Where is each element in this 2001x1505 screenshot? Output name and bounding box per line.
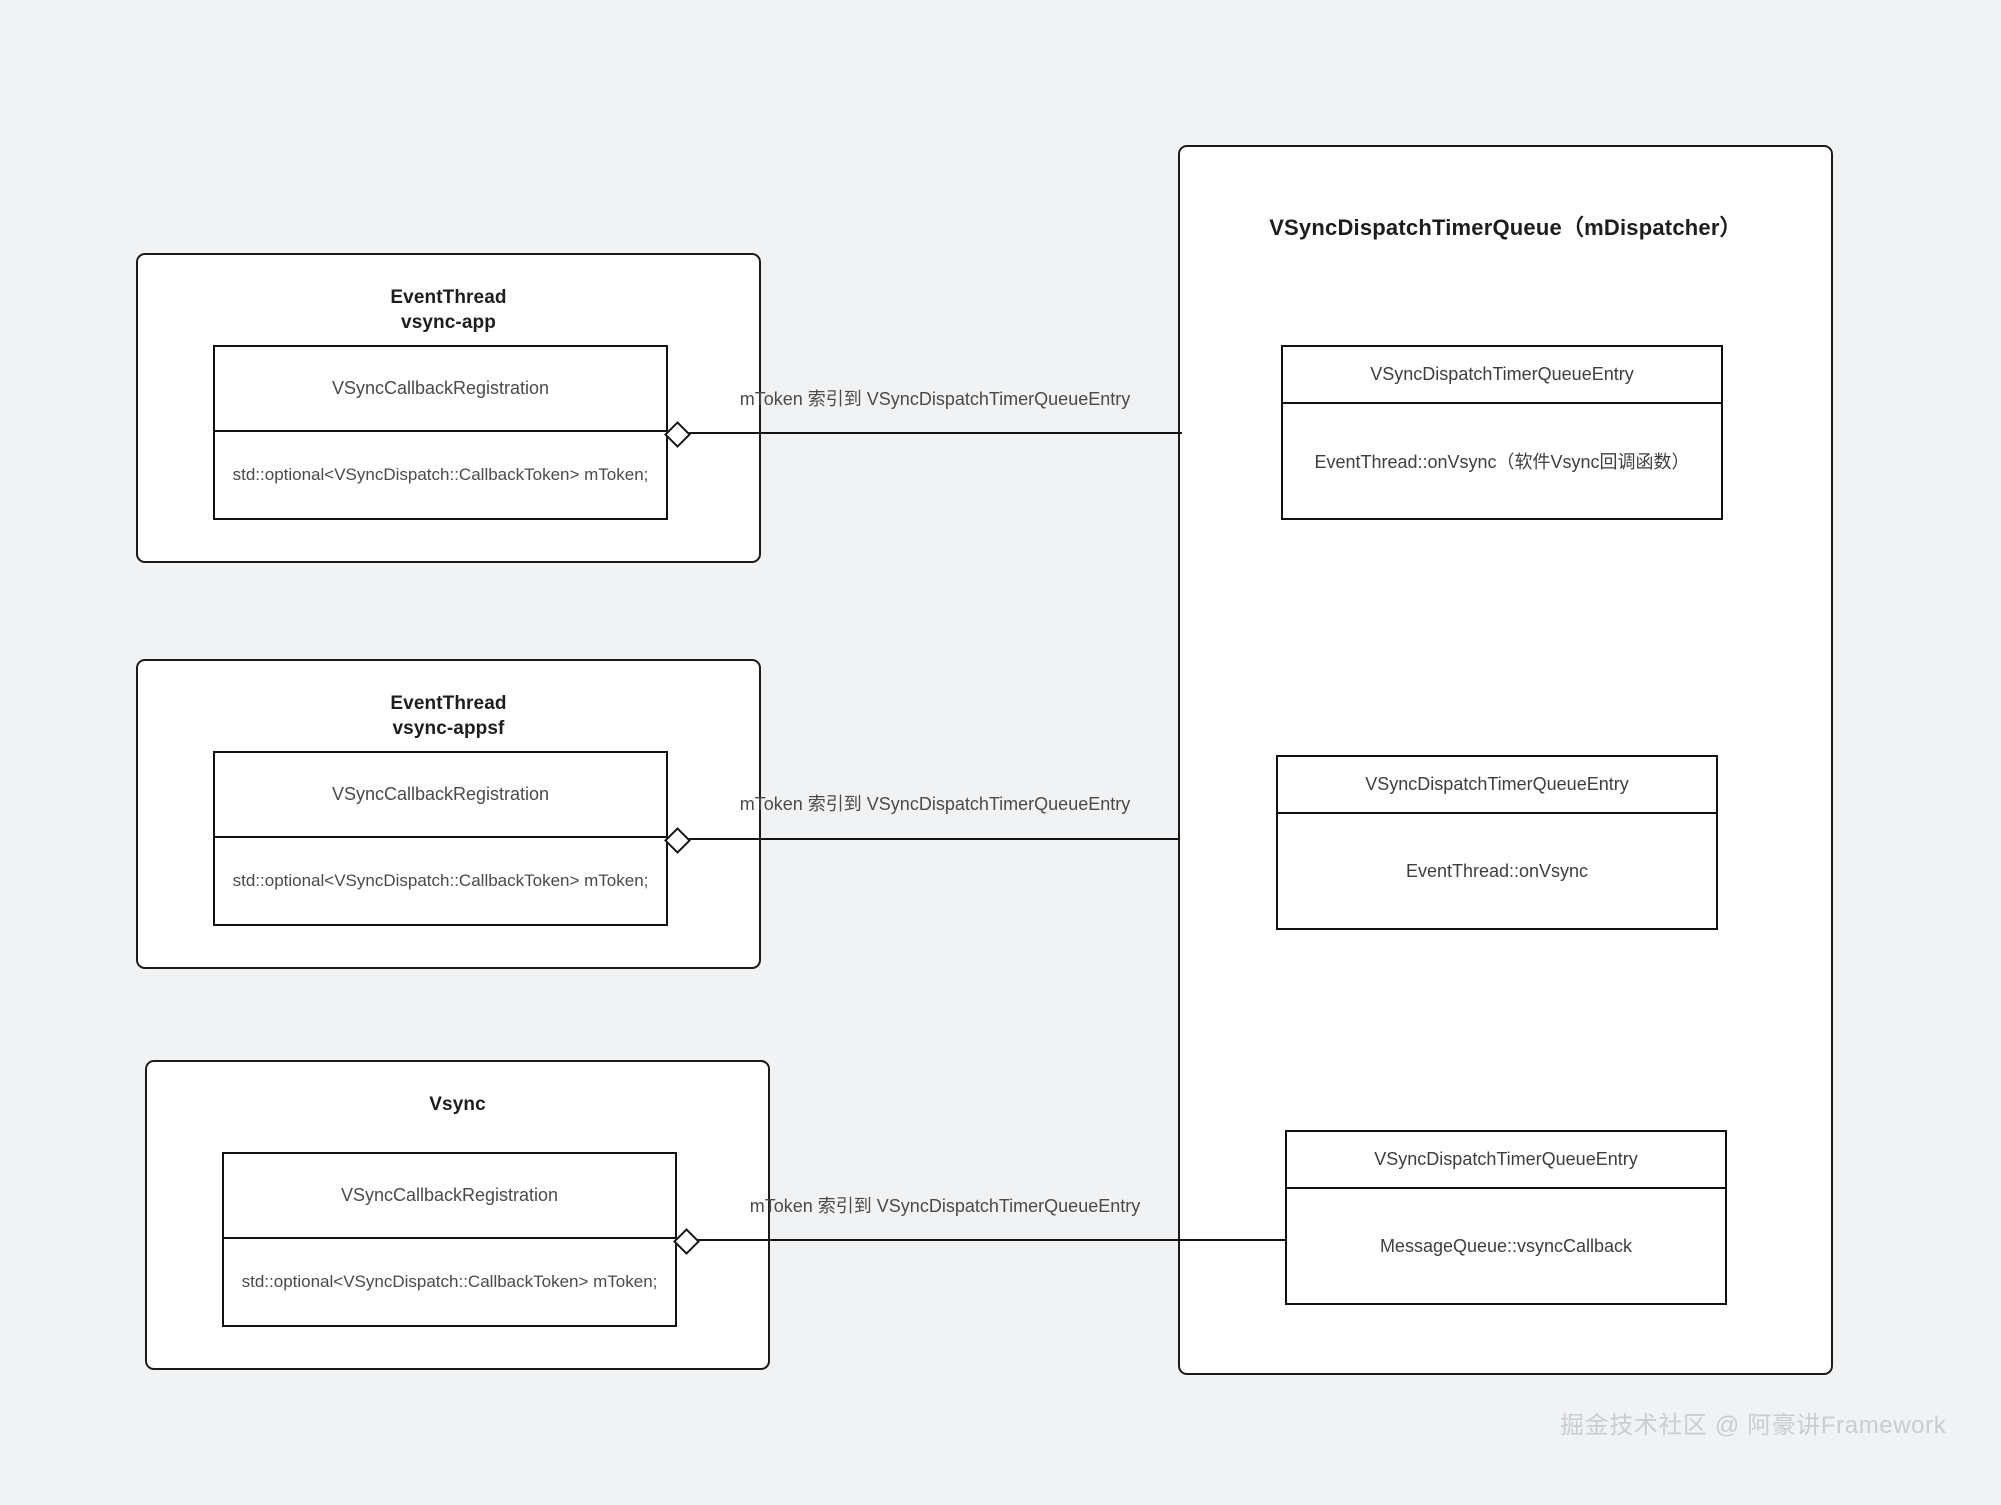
entry-class-name: VSyncDispatchTimerQueueEntry bbox=[1365, 774, 1629, 795]
watermark: 掘金技术社区 @ 阿豪讲Framework bbox=[1560, 1412, 1947, 1439]
entry-class-name: VSyncDispatchTimerQueueEntry bbox=[1370, 364, 1634, 385]
registration-attribute: std::optional<VSyncDispatch::CallbackTok… bbox=[232, 465, 649, 484]
actor-title-1: EventThread vsync-appsf bbox=[138, 691, 759, 742]
registration-box-1[interactable]: VSyncCallbackRegistration std::optional<… bbox=[213, 751, 668, 926]
entry-callback: EventThread::onVsync（软件Vsync回调函数） bbox=[1314, 452, 1690, 473]
registration-class-name: VSyncCallbackRegistration bbox=[331, 784, 550, 804]
actor-title-line1: Vsync bbox=[429, 1094, 486, 1115]
entry-callback: EventThread::onVsync bbox=[1405, 860, 1589, 881]
registration-attribute: std::optional<VSyncDispatch::CallbackTok… bbox=[232, 871, 649, 890]
connector-label-0: mToken 索引到 VSyncDispatchTimerQueueEntry bbox=[739, 389, 1131, 409]
connector-label-1: mToken 索引到 VSyncDispatchTimerQueueEntry bbox=[739, 794, 1131, 814]
entry-class-name-row: VSyncDispatchTimerQueueEntry bbox=[1287, 1132, 1725, 1190]
actor-title-line1: EventThread bbox=[390, 693, 507, 714]
registration-class-name: VSyncCallbackRegistration bbox=[331, 378, 550, 398]
connector-label-2: mToken 索引到 VSyncDispatchTimerQueueEntry bbox=[749, 1196, 1141, 1216]
actor-title-0: EventThread vsync-app bbox=[138, 285, 759, 336]
registration-class-name: VSyncCallbackRegistration bbox=[340, 1185, 559, 1205]
connector-line-1 bbox=[676, 838, 1178, 840]
registration-class-name-row: VSyncCallbackRegistration bbox=[224, 1154, 675, 1240]
registration-attribute-row: std::optional<VSyncDispatch::CallbackTok… bbox=[215, 432, 666, 518]
connector-line-2 bbox=[685, 1239, 1285, 1241]
actor-title-2: Vsync bbox=[147, 1092, 768, 1117]
dispatcher-entry-1[interactable]: VSyncDispatchTimerQueueEntry EventThread… bbox=[1276, 755, 1718, 930]
registration-class-name-row: VSyncCallbackRegistration bbox=[215, 753, 666, 839]
entry-class-name-row: VSyncDispatchTimerQueueEntry bbox=[1278, 757, 1716, 815]
entry-callback-row: MessageQueue::vsyncCallback bbox=[1287, 1189, 1725, 1303]
entry-callback-row: EventThread::onVsync（软件Vsync回调函数） bbox=[1283, 404, 1721, 518]
registration-attribute: std::optional<VSyncDispatch::CallbackTok… bbox=[241, 1272, 658, 1291]
entry-class-name: VSyncDispatchTimerQueueEntry bbox=[1374, 1149, 1638, 1170]
registration-attribute-row: std::optional<VSyncDispatch::CallbackTok… bbox=[215, 838, 666, 924]
entry-callback-row: EventThread::onVsync bbox=[1278, 814, 1716, 928]
registration-attribute-row: std::optional<VSyncDispatch::CallbackTok… bbox=[224, 1239, 675, 1325]
registration-class-name-row: VSyncCallbackRegistration bbox=[215, 347, 666, 433]
entry-class-name-row: VSyncDispatchTimerQueueEntry bbox=[1283, 347, 1721, 405]
registration-box-0[interactable]: VSyncCallbackRegistration std::optional<… bbox=[213, 345, 668, 520]
actor-title-line1: EventThread bbox=[390, 287, 507, 308]
entry-callback: MessageQueue::vsyncCallback bbox=[1379, 1235, 1633, 1256]
actor-title-line2: vsync-appsf bbox=[392, 718, 505, 740]
dispatcher-title: VSyncDispatchTimerQueue（mDispatcher） bbox=[1269, 215, 1742, 240]
dispatcher-entry-2[interactable]: VSyncDispatchTimerQueueEntry MessageQueu… bbox=[1285, 1130, 1727, 1305]
actor-title-line2: vsync-app bbox=[401, 312, 496, 334]
dispatcher-entry-0[interactable]: VSyncDispatchTimerQueueEntry EventThread… bbox=[1281, 345, 1723, 520]
registration-box-2[interactable]: VSyncCallbackRegistration std::optional<… bbox=[222, 1152, 677, 1327]
connector-line-0 bbox=[676, 432, 1182, 434]
